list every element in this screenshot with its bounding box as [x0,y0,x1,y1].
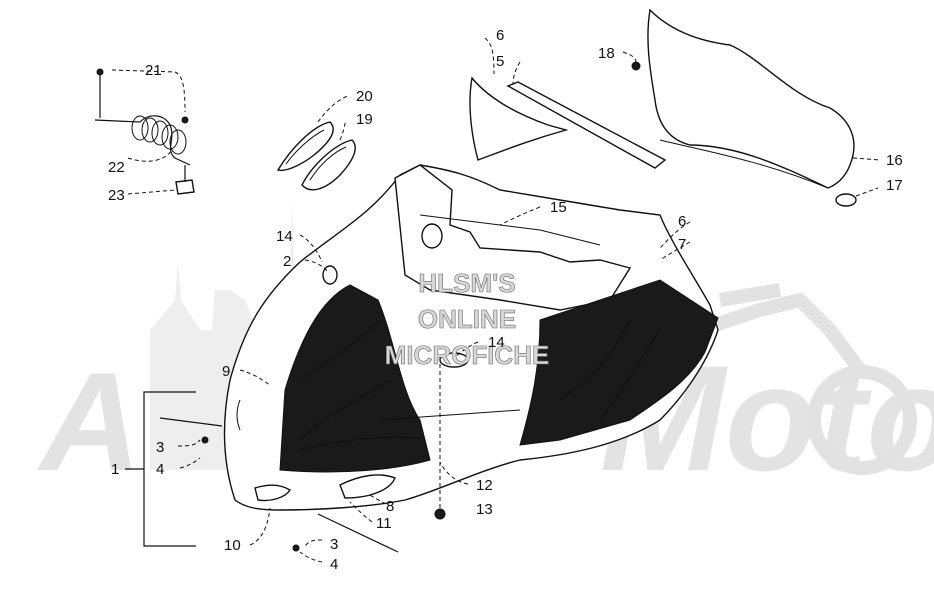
decal-right-7 [519,279,719,446]
fasteners [159,362,446,553]
callout-22: 22 [108,159,125,176]
callout-10: 10 [224,537,241,554]
screw-18 [631,61,641,71]
callout-14-upper: 14 [276,228,293,245]
hood [223,164,719,511]
callout-1: 1 [111,461,119,478]
callout-21: 21 [145,62,162,79]
callout-3-lower: 3 [330,536,338,553]
callout-19: 19 [356,111,373,128]
overlay-line-2: ONLINE [418,304,516,334]
trim-strip-5 [506,81,667,169]
callout-6-right: 6 [678,213,686,230]
windshield-assembly [469,37,667,169]
emblem-14 [439,352,469,368]
console-15 [394,164,632,311]
windshield-6 [469,76,569,161]
screw-21 [96,68,104,76]
vent-inserts [276,95,356,191]
windshield-16 [647,8,855,189]
rod-3-lower [317,513,399,553]
bolt-22 [94,115,191,166]
vent-10 [254,484,291,502]
vent-20 [276,121,334,172]
callout-13: 13 [476,501,493,518]
rod-3-upper [159,417,223,427]
callout-5: 5 [496,53,504,70]
callout-17: 17 [886,177,903,194]
callout-18: 18 [598,45,615,62]
callout-2: 2 [283,253,291,270]
callout-12: 12 [476,477,493,494]
strap-assembly [94,68,195,195]
clip-23 [175,179,195,195]
leader-lines [177,206,691,563]
vent-19 [301,139,356,191]
spring-22 [131,115,187,155]
overlay-stamp: HLSM'S ONLINE MICROFICHE [384,268,550,371]
vent-8 [339,474,396,499]
callout-4-lower: 4 [330,556,338,573]
callout-8: 8 [386,498,394,515]
callout-4-upper: 4 [156,461,164,478]
nut-13 [434,508,446,520]
callout-11: 11 [376,515,392,532]
callout-16: 16 [886,152,903,169]
callout-3-upper: 3 [156,439,164,456]
windshield-tall [622,8,881,207]
overlay-line-3: MICROFICHE [385,340,550,370]
callout-14-lower: 14 [488,334,505,351]
overlay-line-1: HLSM'S [418,268,515,298]
watermark-motorcycle [697,283,917,475]
callout-23: 23 [108,187,125,204]
callout-7: 7 [678,236,686,253]
callout-9: 9 [222,363,230,380]
watermark-letter-a: A [37,343,141,500]
callout-6-top: 6 [496,27,504,44]
grommet-17 [835,193,857,207]
callout-labels: 21 22 23 20 19 6 5 18 16 17 15 6 7 14 2 … [108,27,903,573]
callout-15: 15 [550,199,567,216]
callout-20: 20 [356,88,373,105]
